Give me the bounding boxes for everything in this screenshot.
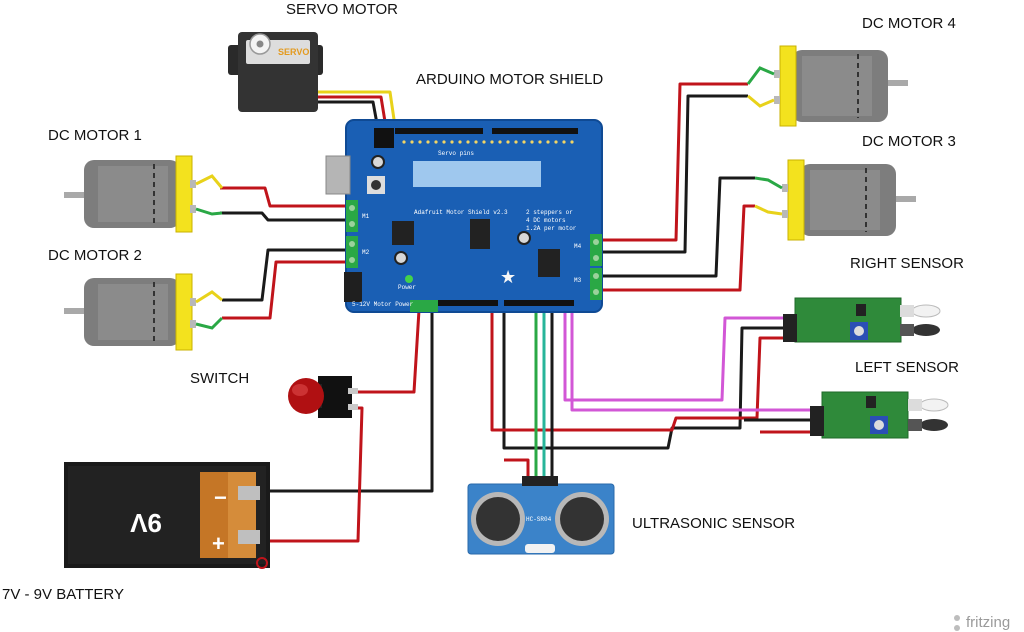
svg-text:★: ★ xyxy=(500,267,516,288)
ultrasonic-sensor: HC-SR04 xyxy=(467,476,615,555)
battery-minus: − xyxy=(214,485,227,510)
wire-pwr-red-1 xyxy=(352,309,421,394)
shield-dc-motors: 4 DC motors xyxy=(526,217,566,224)
label-right-sensor: RIGHT SENSOR xyxy=(850,255,964,272)
wire-m4-red xyxy=(600,82,748,242)
label-arduino-motor-shield: ARDUINO MOTOR SHIELD xyxy=(416,71,603,88)
labels: SERVO MOTOR ARDUINO MOTOR SHIELD DC MOTO… xyxy=(2,1,964,603)
shield-m1: M1 xyxy=(362,213,370,220)
dc-motor-4 xyxy=(746,45,908,127)
label-servo-motor: SERVO MOTOR xyxy=(286,1,398,18)
wire-m4-black xyxy=(600,94,748,254)
servo-motor: SERVO xyxy=(228,32,323,112)
label-ultrasonic-sensor: ULTRASONIC SENSOR xyxy=(632,515,795,532)
dc-motor-2 xyxy=(64,273,224,351)
wire-m3-red xyxy=(600,204,755,292)
servo-body-label: SERVO xyxy=(278,47,309,57)
wire-rs-red xyxy=(490,310,783,432)
shield-per-motor: 1.2A per motor xyxy=(526,225,577,232)
dc-motor-3 xyxy=(754,159,916,241)
wire-pwr-red-2 xyxy=(262,406,364,543)
wire-m2-red xyxy=(222,260,352,320)
right-sensor xyxy=(783,297,941,343)
push-switch xyxy=(288,376,358,418)
shield-m4: M4 xyxy=(574,243,582,250)
wires xyxy=(220,82,812,543)
shield-m3: M3 xyxy=(574,277,582,284)
shield-name: Adafruit Motor Shield v2.3 xyxy=(414,209,508,216)
battery-voltage-mark: 9V xyxy=(129,508,161,538)
label-dc-motor-1: DC MOTOR 1 xyxy=(48,127,142,144)
wire-rs-pink xyxy=(563,310,783,402)
motor-shield: ★ Adafruit Motor Shield v2.3 Servo pins … xyxy=(325,119,603,313)
dc-motor-1 xyxy=(64,155,224,233)
label-dc-motor-3: DC MOTOR 3 xyxy=(862,133,956,150)
label-dc-motor-2: DC MOTOR 2 xyxy=(48,247,142,264)
wire-m3-black xyxy=(600,176,755,278)
wire-m2-black xyxy=(222,248,352,302)
shield-motor-power: 5-12V Motor Power xyxy=(352,301,414,308)
wire-m1-black xyxy=(220,211,352,222)
left-sensor xyxy=(810,391,949,439)
wire-pwr-black xyxy=(260,310,434,493)
label-switch: SWITCH xyxy=(190,370,249,387)
label-battery: 7V - 9V BATTERY xyxy=(2,586,124,603)
label-left-sensor: LEFT SENSOR xyxy=(855,359,959,376)
shield-steppers: 2 steppers or xyxy=(526,209,573,216)
watermark-text: fritzing xyxy=(966,614,1010,631)
battery-plus: + xyxy=(212,531,225,556)
shield-servo-pins: Servo pins xyxy=(438,150,474,157)
label-dc-motor-4: DC MOTOR 4 xyxy=(862,15,956,32)
ultrasonic-model: HC-SR04 xyxy=(526,516,552,523)
wire-rs-black xyxy=(502,310,783,450)
wire-ls-pink xyxy=(570,310,812,412)
shield-power: Power xyxy=(398,284,416,291)
battery: − + 9V xyxy=(64,462,270,569)
shield-m2: M2 xyxy=(362,249,370,256)
wire-us-red xyxy=(504,458,530,480)
wire-m1-red xyxy=(220,186,352,208)
fritzing-watermark: fritzing xyxy=(954,614,1010,631)
